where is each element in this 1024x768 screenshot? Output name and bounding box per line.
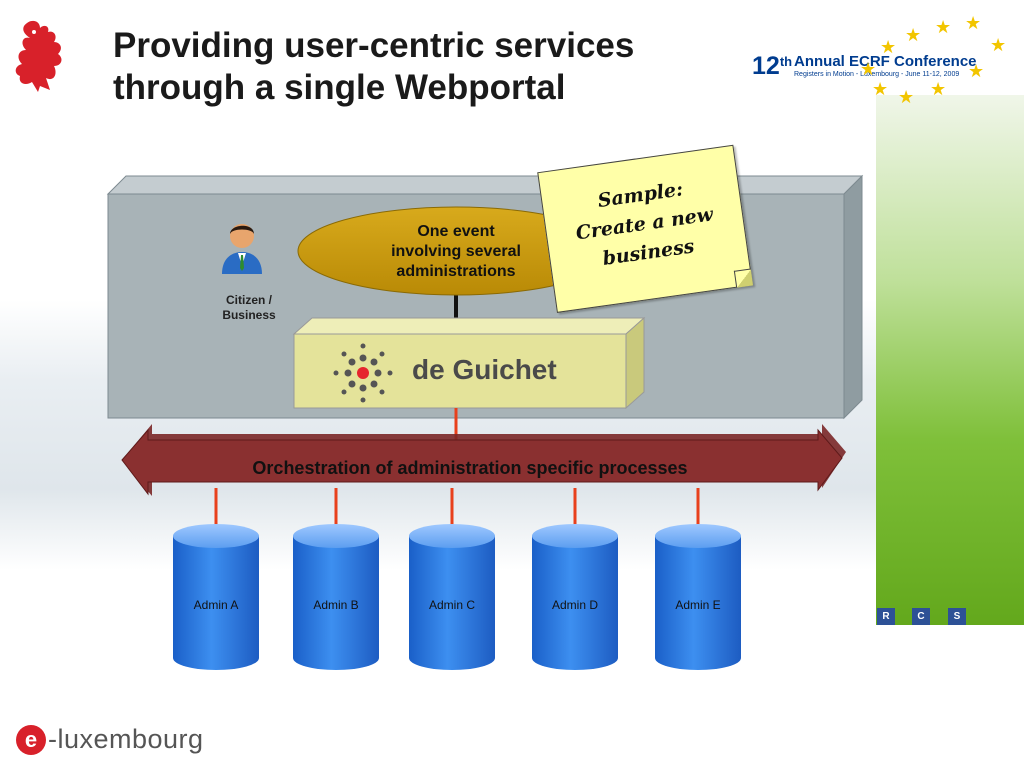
star-icon: ★ — [935, 17, 952, 37]
event-label-line-3: administrations — [396, 263, 516, 280]
citizen-label: Citizen / Business — [222, 293, 276, 322]
admin-label: Admin B — [313, 598, 359, 612]
note-fold — [733, 268, 754, 288]
admin-label: Admin E — [675, 598, 721, 612]
star-icon: ★ — [872, 79, 889, 99]
rcs-badge-s: S — [948, 608, 966, 625]
e-logo-circle: e — [16, 725, 46, 755]
e-luxembourg-text: -luxembourg — [48, 724, 204, 754]
slide-title: Providing user-centric services through … — [113, 25, 733, 109]
event-node: One event involving several administrati… — [296, 207, 616, 295]
star-icon: ★ — [965, 13, 982, 33]
guichet-portal-name: de Guichet — [412, 354, 557, 385]
note-text: Sample: Create a new business — [551, 169, 737, 280]
admin-cylinder-body — [173, 536, 259, 670]
conference-name: Annual ECRF Conference — [794, 53, 977, 70]
star-icon: ★ — [968, 61, 985, 81]
star-icon: ★ — [905, 25, 922, 45]
star-icon: ★ — [990, 35, 1007, 55]
citizen-user-icon — [222, 224, 262, 274]
admin-label: Admin D — [551, 598, 598, 612]
title-line-2: through a single Webportal — [113, 68, 566, 107]
admin-cylinder-top — [655, 524, 741, 548]
green-side-band — [876, 95, 1024, 625]
event-label-line-1: One event — [417, 223, 495, 240]
admin-cylinder-body — [532, 536, 618, 670]
orchestration-label: Orchestration of administration specific… — [252, 458, 688, 478]
admin-cylinder-body — [409, 536, 495, 670]
star-icon: ★ — [898, 87, 915, 107]
star-icon: ★ — [930, 79, 947, 99]
rcs-badge-r: R — [877, 608, 895, 625]
admin-label: Admin A — [193, 598, 239, 612]
luxembourg-lion-icon — [15, 20, 62, 92]
conference-number: 12th — [752, 52, 793, 80]
rcs-badge-c: C — [912, 608, 930, 625]
guichet-dots-icon — [333, 343, 393, 403]
admin-cylinder-body — [655, 536, 741, 670]
title-line-1: Providing user-centric services — [113, 26, 635, 65]
orchestration-arrow — [121, 424, 846, 496]
star-icon: ★ — [860, 59, 877, 79]
conference-subtitle: Registers in Motion - Luxembourg - June … — [794, 71, 960, 78]
sample-sticky-note: Sample: Create a new business — [537, 144, 754, 313]
admin-label: Admin C — [428, 598, 475, 612]
conference-logo: 12th Annual ECRF Conference Registers in… — [752, 52, 992, 82]
admin-cylinder-top — [532, 524, 618, 548]
note-body: Sample: Create a new business — [537, 144, 754, 313]
star-icon: ★ — [880, 37, 897, 57]
admin-cylinders — [173, 488, 741, 670]
admin-cylinder-body — [293, 536, 379, 670]
admin-cylinder-top — [293, 524, 379, 548]
admin-cylinder-top — [173, 524, 259, 548]
event-label-line-2: involving several — [391, 243, 521, 260]
admin-cylinder-top — [409, 524, 495, 548]
